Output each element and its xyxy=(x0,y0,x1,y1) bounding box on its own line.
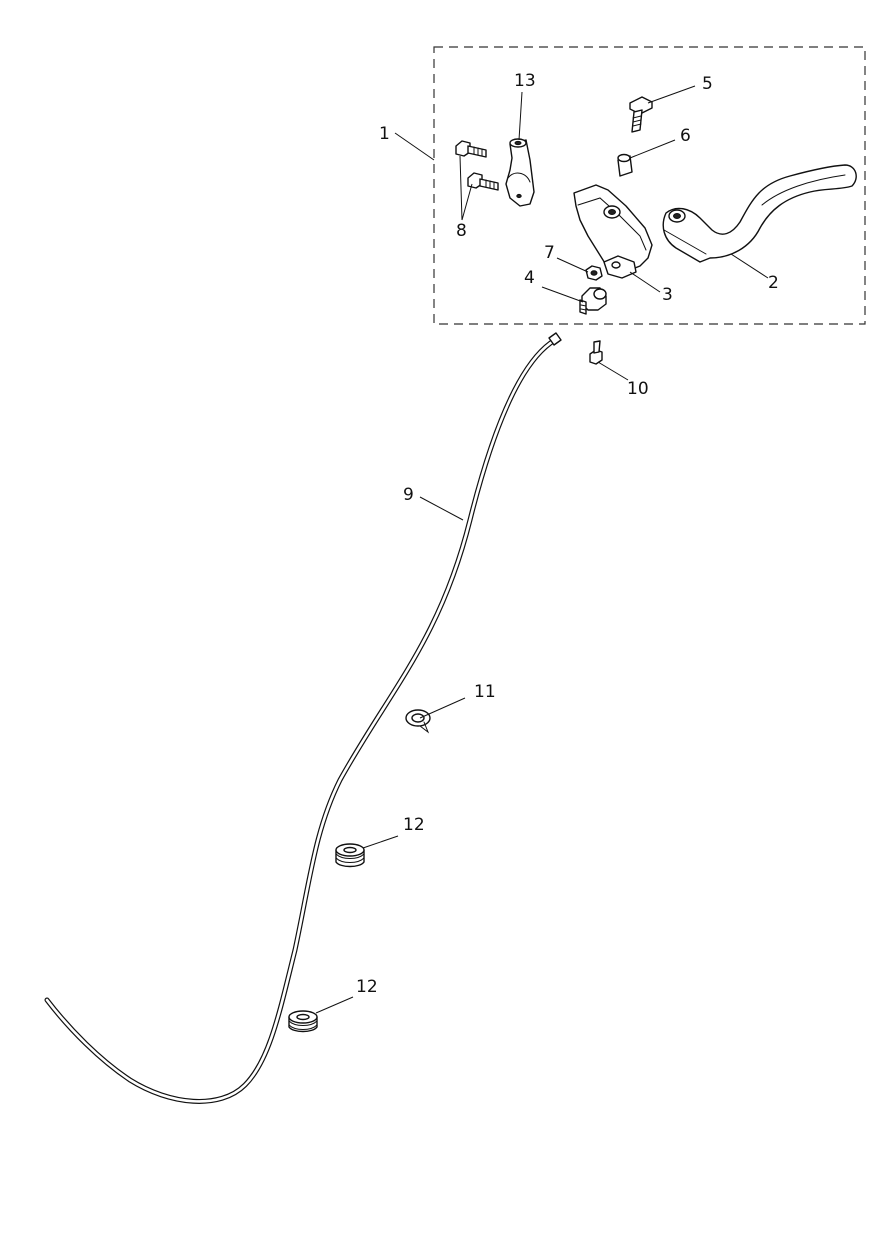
callout-7: 7 xyxy=(544,243,555,263)
callout-13: 13 xyxy=(514,71,536,91)
cable-grommet-upper[interactable] xyxy=(335,843,365,868)
callout-3: 3 xyxy=(662,285,673,305)
callout-5: 5 xyxy=(702,74,713,94)
callout-12-lower: 12 xyxy=(356,977,378,997)
cable-grommet-lower[interactable] xyxy=(288,1010,318,1033)
callout-9: 9 xyxy=(403,485,414,505)
callout-11: 11 xyxy=(474,682,496,702)
pivot-bolt[interactable] xyxy=(629,96,653,133)
lever-housing[interactable] xyxy=(573,184,653,279)
callout-4: 4 xyxy=(524,268,535,288)
lock-nut[interactable] xyxy=(585,265,603,281)
handlebar-clamp[interactable] xyxy=(505,138,535,207)
leader-lines xyxy=(315,85,769,1014)
cable-clip[interactable] xyxy=(405,709,431,734)
adjuster-screw[interactable] xyxy=(589,340,603,365)
callout-numbers: 1 2 3 4 5 6 7 8 9 10 11 12 12 13 xyxy=(356,71,779,997)
callout-1: 1 xyxy=(379,124,390,144)
callout-8: 8 xyxy=(456,221,467,241)
clamp-bolt-upper[interactable] xyxy=(455,140,487,158)
callout-10: 10 xyxy=(627,379,649,399)
callout-12-upper: 12 xyxy=(403,815,425,835)
clutch-cable[interactable] xyxy=(44,332,562,1104)
clamp-bolt-lower[interactable] xyxy=(467,172,499,191)
clutch-lever[interactable] xyxy=(662,164,857,263)
callout-6: 6 xyxy=(680,126,691,146)
lever-assembly-boundary xyxy=(433,46,866,325)
callout-2: 2 xyxy=(768,273,779,293)
cable-adjuster[interactable] xyxy=(579,287,607,315)
